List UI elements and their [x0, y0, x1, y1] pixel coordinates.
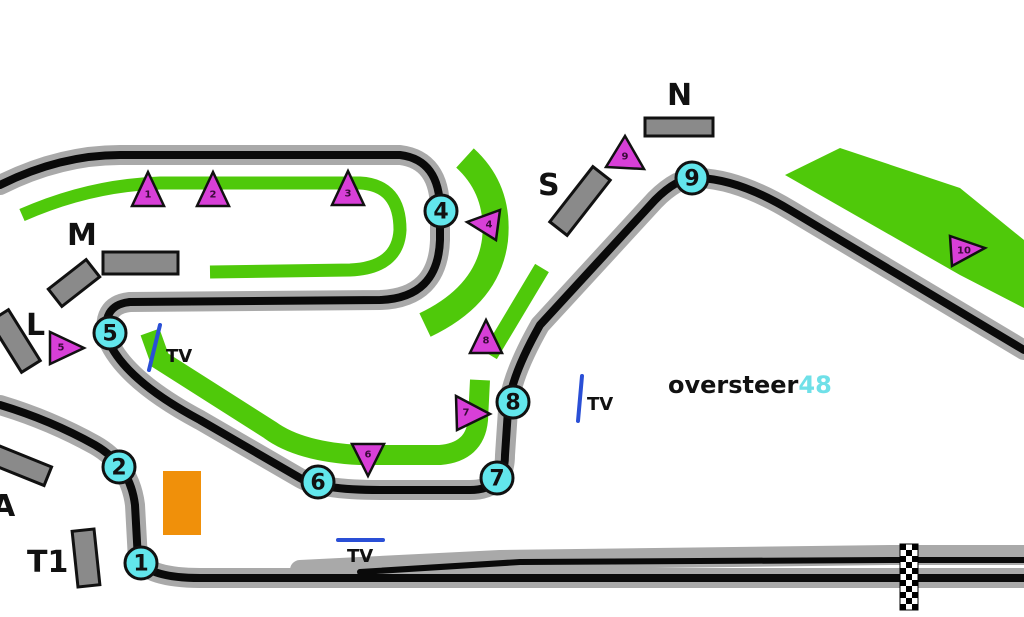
marshal-post-3: [330, 168, 366, 207]
marshal-number: 1: [145, 190, 152, 201]
checker-square: [912, 580, 918, 586]
checker-square: [900, 580, 906, 586]
checker-square: [906, 598, 912, 604]
marshal-number: 2: [210, 190, 217, 201]
turn-marker-6: 6: [300, 464, 336, 500]
svg-text:2: 2: [111, 456, 126, 481]
turn-marker-7: 7: [479, 460, 515, 496]
checker-square: [900, 556, 906, 562]
checker-square: [906, 574, 912, 580]
turn-marker-8: 8: [495, 384, 531, 420]
marshal-posts: [48, 133, 989, 479]
marshal-post-5: [48, 330, 87, 366]
checker-square: [912, 604, 918, 610]
checker-square: [900, 544, 906, 550]
grandstand-a: [0, 442, 54, 488]
grandstand-label-n: N: [667, 78, 692, 113]
grandstand-m2: [46, 257, 102, 309]
marshal-post-numbers: 1 2 3 4 5 6 7 8 9 10: [58, 152, 971, 461]
grandstand-label-s: S: [538, 168, 560, 203]
grandstand-label-a: A: [0, 489, 16, 524]
tv-camera-icon: [147, 323, 162, 372]
grandstand-labels: T1 A L M S N: [0, 78, 692, 580]
turn-marker-1: 1: [123, 545, 159, 581]
marshal-post-8: [468, 317, 504, 355]
track-section-top: [0, 151, 1024, 494]
grass-strip-8: [483, 263, 549, 360]
grandstand-label-t1: T1: [27, 545, 68, 580]
marshal-post-7: [454, 393, 493, 432]
grandstand-s: [547, 164, 613, 238]
marshal-post-1: [130, 169, 166, 208]
marshal-number: 8: [483, 336, 490, 347]
checker-square: [906, 562, 912, 568]
svg-text:7: 7: [489, 467, 504, 492]
svg-text:4: 4: [433, 200, 448, 225]
grass-strip-top: [19, 176, 407, 279]
turn-marker-5: 5: [92, 315, 128, 351]
checker-square: [900, 568, 906, 574]
checker-square: [912, 592, 918, 598]
grass-area-10: [785, 148, 1024, 308]
pit-lane: [357, 557, 1024, 575]
marshal-number: 9: [622, 152, 629, 163]
svg-text:6: 6: [310, 471, 325, 496]
checker-square: [912, 568, 918, 574]
marshal-number: 4: [486, 220, 493, 231]
marshal-number: 3: [345, 189, 352, 200]
marshal-post-10: [948, 234, 989, 269]
marshal-number: 7: [463, 408, 470, 419]
turn-marker-9: 9: [674, 160, 710, 196]
grandstand-t1: [70, 527, 102, 589]
checker-square: [906, 586, 912, 592]
tv-label: TV: [166, 346, 192, 367]
checker-square: [900, 592, 906, 598]
tv-camera-icon: [576, 374, 584, 423]
start-finish-line: [899, 543, 919, 611]
checker-square: [912, 556, 918, 562]
grandstands: [0, 116, 715, 589]
checker-square: [900, 604, 906, 610]
checker-square: [912, 544, 918, 550]
svg-text:5: 5: [102, 322, 117, 347]
tv-label: TV: [587, 394, 613, 415]
marshal-number: 5: [58, 343, 65, 354]
checker-square: [906, 550, 912, 556]
marshal-number: 6: [365, 450, 372, 461]
marshal-post-9: [603, 133, 647, 171]
svg-text:9: 9: [684, 167, 699, 192]
grass-strip-5-6: [140, 328, 490, 465]
marshal-post-2: [195, 169, 231, 208]
grandstand-m: [101, 250, 180, 276]
grandstand-n: [643, 116, 715, 138]
tv-cameras: TV TV TV: [147, 323, 613, 567]
marshal-number: 10: [957, 246, 971, 257]
tv-label: TV: [347, 546, 373, 567]
brand-logo: oversteer48: [668, 371, 832, 399]
orange-zone: [163, 471, 201, 535]
svg-text:8: 8: [505, 391, 520, 416]
svg-text:1: 1: [133, 552, 148, 577]
grandstand-l: [0, 307, 43, 375]
grandstand-label-l: L: [26, 308, 45, 343]
marshal-post-4: [464, 208, 502, 243]
grandstand-label-m: M: [67, 218, 97, 253]
marshal-post-6: [349, 442, 387, 479]
turn-marker-4: 4: [423, 193, 459, 229]
turn-markers: 1 2 4 5 6 7 8 9: [92, 160, 710, 581]
turn-marker-2: 2: [101, 449, 137, 485]
